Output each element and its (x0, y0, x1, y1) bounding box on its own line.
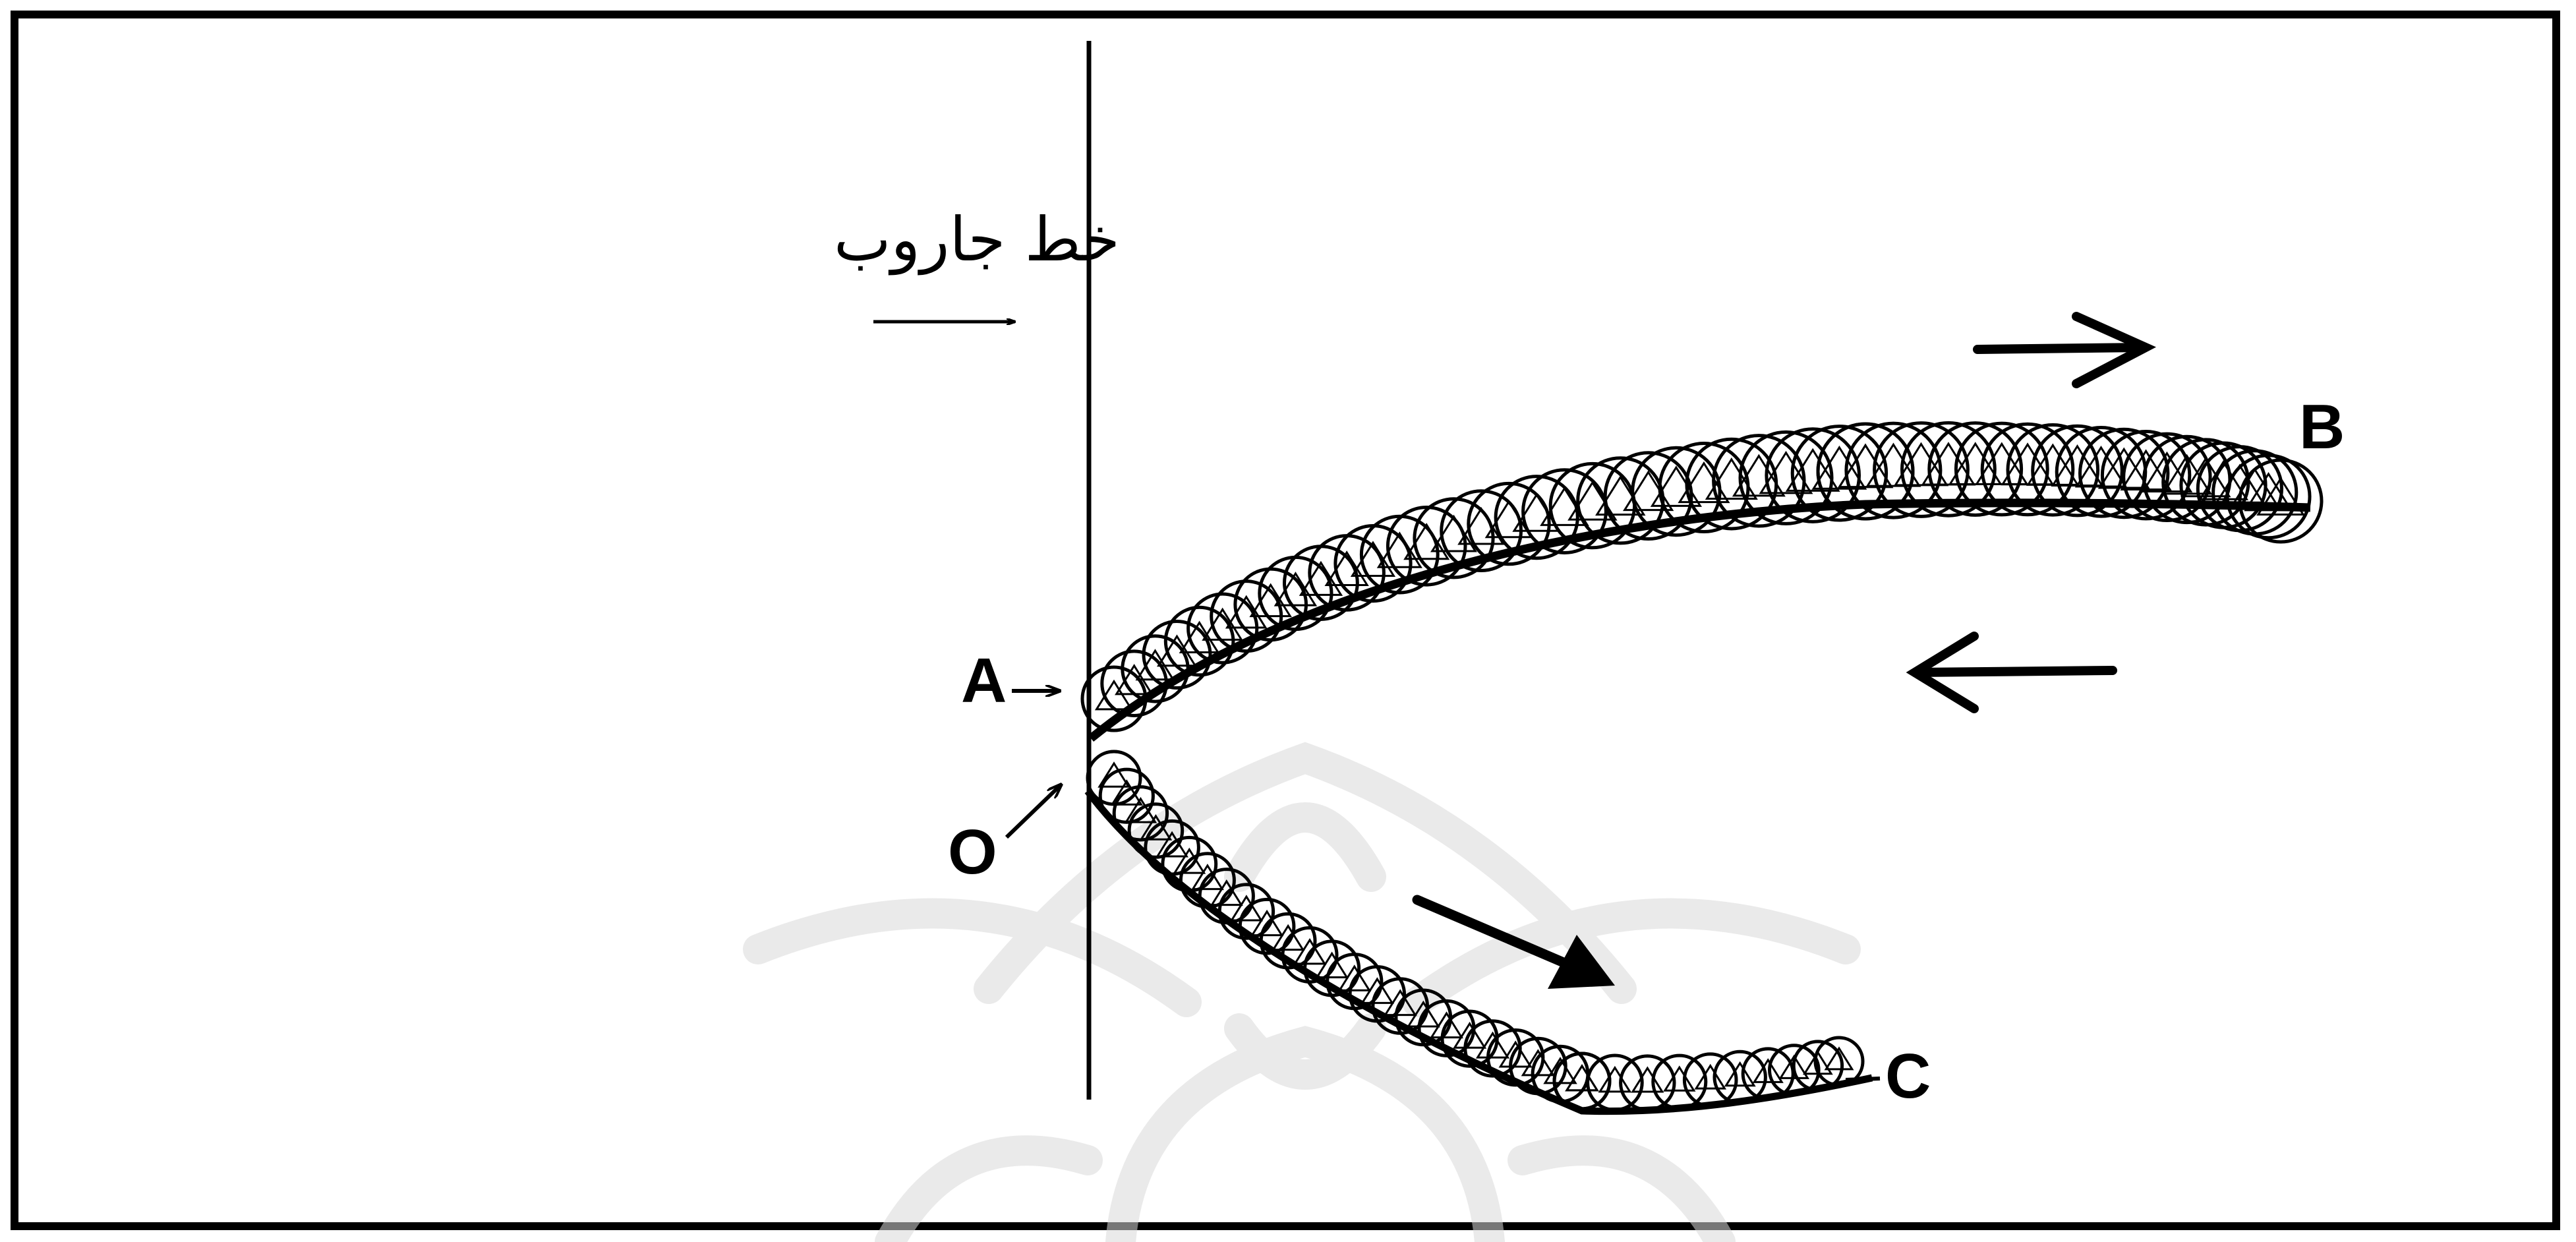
cell-circle (1467, 481, 1551, 566)
cell-circle (1386, 506, 1467, 587)
cell-mark (2256, 477, 2305, 516)
cell-circle (1142, 620, 1212, 690)
cell-mark (1824, 1046, 1854, 1071)
cell-mark (1156, 831, 1188, 858)
cell-mark (1271, 924, 1305, 951)
cell-mark (1360, 977, 1394, 1004)
cell-circle (1927, 421, 2024, 517)
point-label-o: O (948, 817, 997, 887)
cell-mark (1453, 1021, 1487, 1049)
cell-mark (1543, 1057, 1577, 1084)
cell-mark (1229, 895, 1263, 922)
cell-circle (1521, 468, 1608, 554)
cell-mark (1457, 507, 1506, 545)
cell-mark (1124, 796, 1157, 823)
upper-path-line (1088, 498, 2311, 742)
cell-circle (1816, 422, 1915, 521)
point-c-tick (1845, 1077, 1881, 1082)
cell-mark (1498, 1040, 1533, 1068)
watermark-emblem (743, 742, 1861, 1242)
cell-mark (1598, 1065, 1632, 1093)
cell-circle (1954, 421, 2049, 517)
cell-circle (1631, 446, 1722, 537)
cell-mark (1778, 1054, 1810, 1079)
cell-circle (1873, 421, 1970, 518)
cell-circle (2100, 430, 2192, 521)
cell-mark (1540, 487, 1589, 526)
cell-circle (2006, 423, 2100, 517)
cell-circle (1790, 425, 1888, 522)
sweep-line-label: خط جاروب (834, 204, 1120, 276)
cell-circle (1163, 605, 1235, 677)
cell-mark (1948, 442, 2003, 486)
cell-mark (1694, 1063, 1727, 1090)
cell-mark (1337, 964, 1372, 991)
cell-mark (1512, 492, 1562, 532)
cell-mark (2141, 451, 2193, 492)
point-o-arrow (1005, 784, 1061, 839)
cell-mark (1173, 847, 1206, 874)
point-label-b: B (2299, 392, 2345, 462)
cell-circle (2238, 458, 2324, 544)
cell-circle (2122, 432, 2212, 522)
cell-mark (1315, 951, 1349, 978)
cell-mark (1837, 443, 1894, 488)
lower-path-line (1084, 788, 1873, 1115)
cell-mark (1752, 1058, 1784, 1083)
arrow-down-right-icon (1412, 895, 1615, 989)
cell-mark (1098, 761, 1130, 788)
cell-circle (1900, 421, 1997, 518)
cell-mark (1724, 1061, 1756, 1087)
cell-mark (1210, 879, 1243, 906)
cell-circle (1980, 422, 2075, 517)
cell-circle (1651, 1053, 1708, 1110)
cell-circle (2078, 427, 2170, 519)
point-label-c: C (1885, 1041, 1931, 1111)
cell-mark (1190, 864, 1224, 891)
cell-mark (1631, 1066, 1664, 1093)
cell-mark (1110, 779, 1144, 806)
cell-mark (1521, 1049, 1556, 1077)
cell-mark (1663, 1065, 1696, 1092)
arrow-left-icon (1906, 632, 2117, 713)
cell-circle (1619, 1054, 1676, 1111)
cell-circle (1586, 1053, 1644, 1112)
cell-circle (1494, 475, 1579, 560)
cell-mark (2198, 460, 2248, 500)
cell-mark (1921, 442, 1976, 486)
cell-mark (1865, 442, 1921, 487)
cell-circle (1413, 497, 1495, 579)
cell-mark (1139, 814, 1173, 841)
cell-circle (1603, 451, 1693, 541)
cell-mark (1293, 938, 1327, 965)
cell-mark (1250, 909, 1284, 937)
cell-circle (1765, 427, 1861, 523)
arrow-right-icon (1973, 312, 2157, 388)
cell-mark (1484, 500, 1533, 539)
cell-mark (1383, 989, 1417, 1017)
cell-circle (1738, 430, 1834, 525)
cell-mark (1429, 1011, 1464, 1039)
upper-cell-chain (1080, 421, 2324, 732)
point-label-a: A (961, 645, 1007, 716)
cell-circle (1844, 421, 1943, 519)
cell-mark (1893, 442, 1949, 487)
cell-mark (1406, 1000, 1440, 1028)
cell-circle (2031, 424, 2124, 518)
cell-circle (1161, 835, 1218, 893)
cell-circle (2225, 454, 2312, 540)
cell-mark (1475, 1031, 1510, 1059)
